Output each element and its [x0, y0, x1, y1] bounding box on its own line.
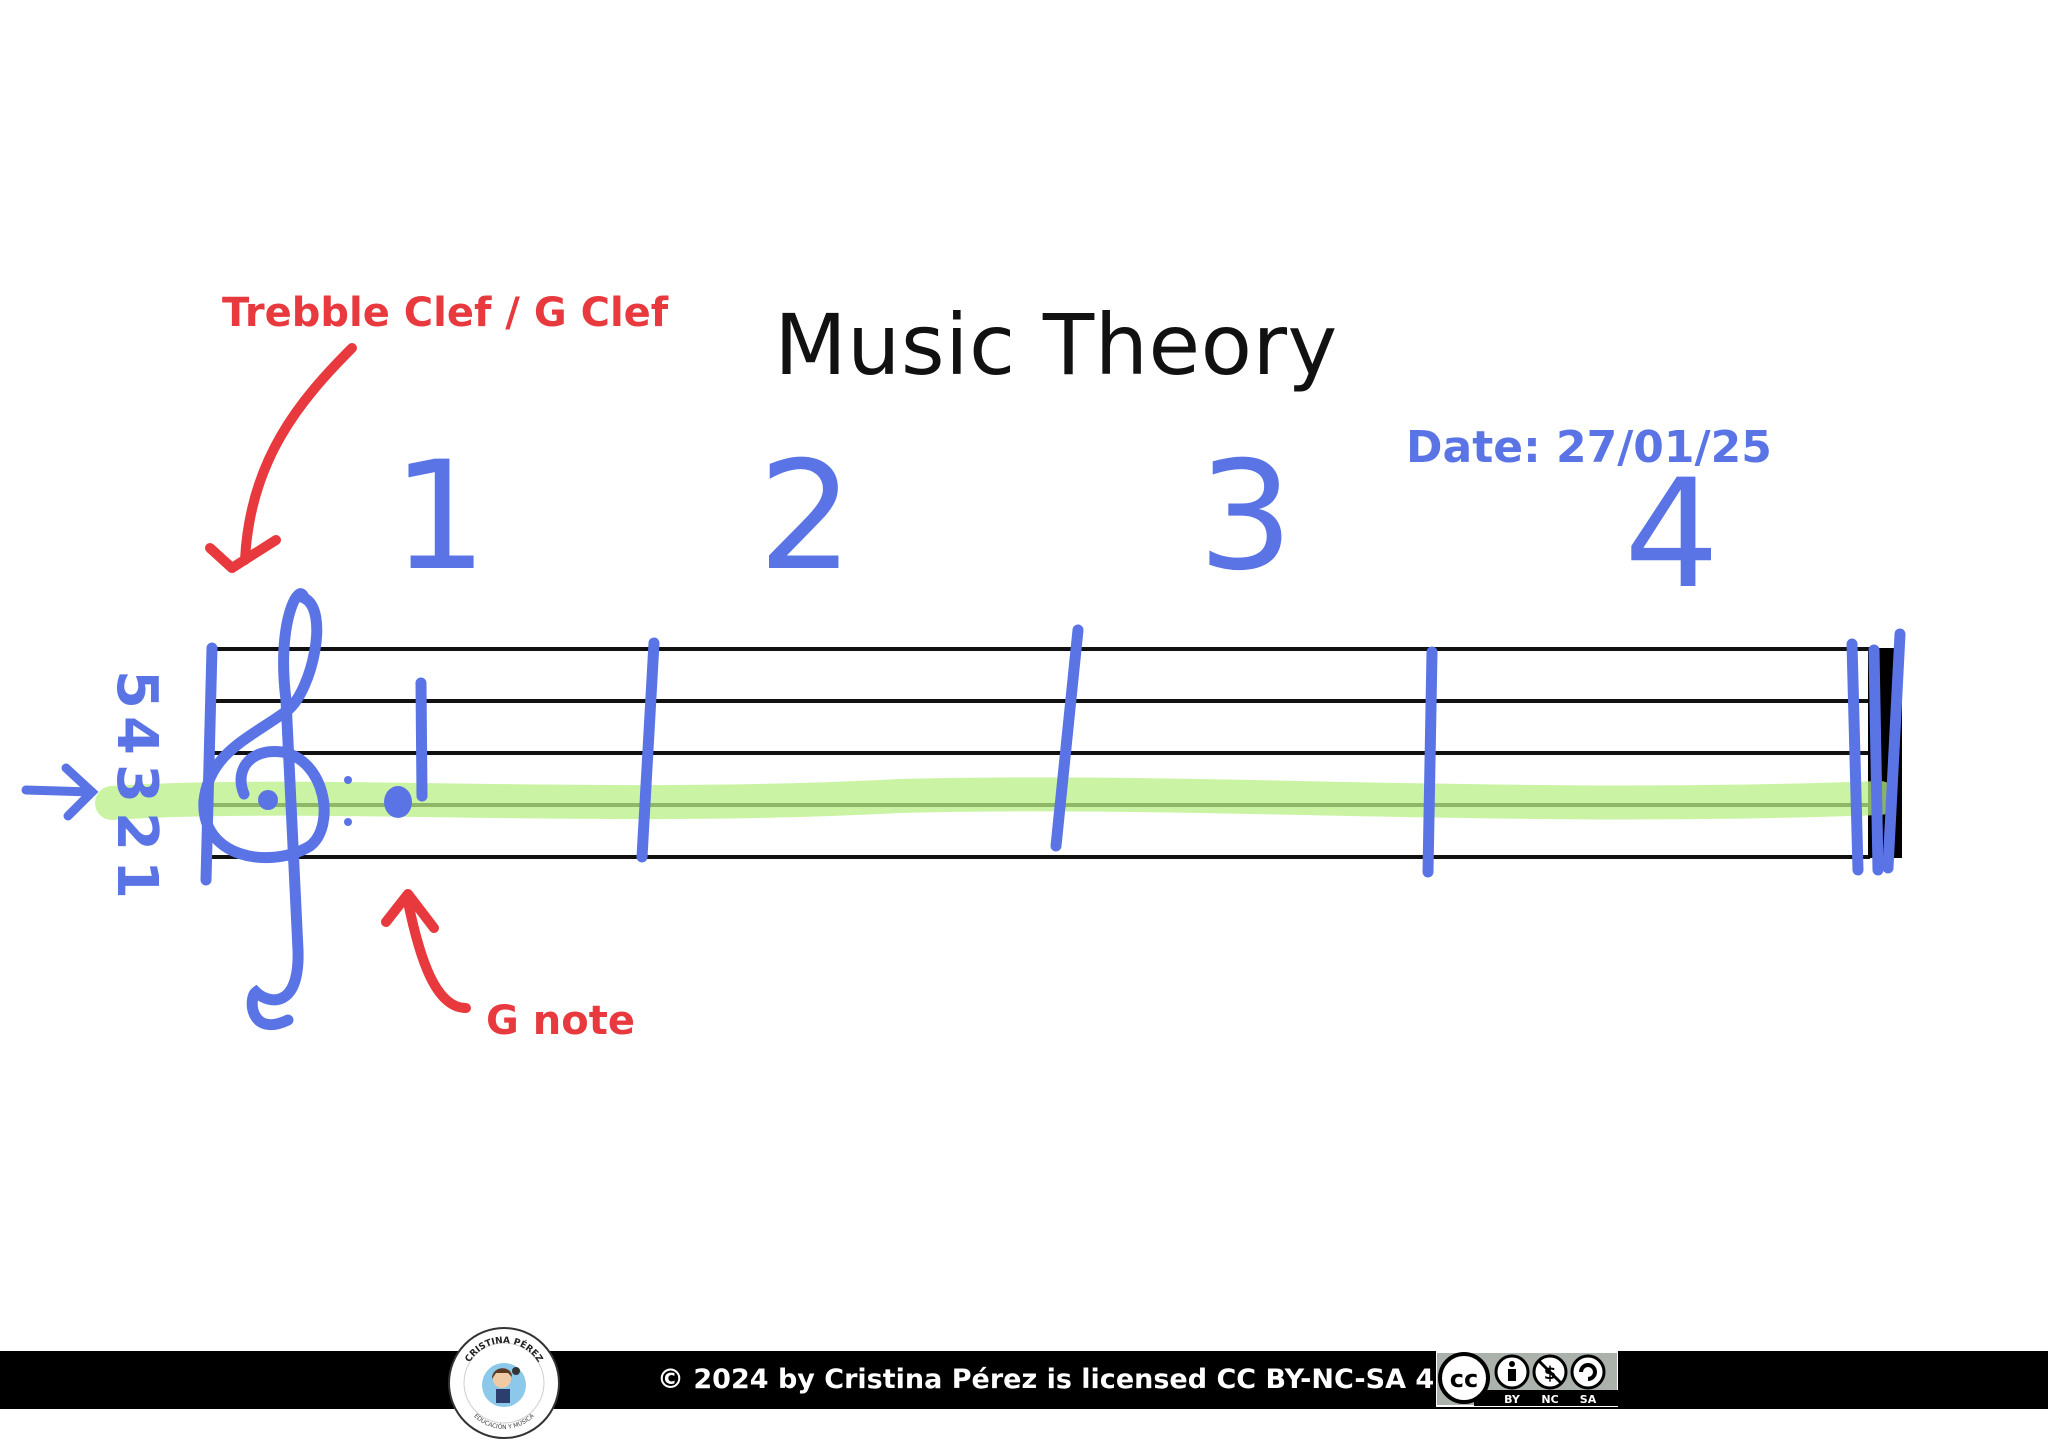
- beat-number: 2: [758, 430, 853, 604]
- barline-start: [200, 642, 218, 886]
- license-text: © 2024 by Cristina Pérez is licensed CC …: [657, 1364, 1474, 1395]
- beat-numbers: 1 2 3 4: [392, 430, 1719, 622]
- barline-2: [1050, 624, 1084, 852]
- beat-number: 1: [392, 430, 487, 604]
- arrow-icon: [205, 343, 357, 573]
- repeat-dot-upper: [344, 776, 352, 784]
- cc-label: SA: [1580, 1393, 1597, 1406]
- clef-annotation: Trebble Clef / G Clef: [222, 290, 669, 336]
- line-number: 1: [104, 860, 169, 899]
- barline-end-c: [1882, 628, 1906, 874]
- page-title: Music Theory: [774, 296, 1338, 394]
- barline-1: [636, 637, 660, 863]
- date-label: Date: 27/01/25: [1406, 422, 1772, 473]
- cc-label: BY: [1504, 1393, 1521, 1406]
- staff: [210, 647, 1870, 859]
- beat-number: 4: [1624, 448, 1719, 622]
- line-number: 5: [104, 670, 169, 709]
- arrow-icon: [381, 889, 471, 1013]
- clef-center-dot: [258, 790, 278, 810]
- repeat-dot-lower: [344, 818, 352, 826]
- svg-text:cc: cc: [1450, 1365, 1478, 1393]
- note-stem: [415, 677, 428, 802]
- note-annotation: G note: [486, 998, 635, 1044]
- line-numbers: 5 4 3 2 1: [104, 670, 169, 899]
- beat-number: 3: [1198, 430, 1293, 604]
- whole-note-icon: [384, 786, 412, 818]
- line-2-highlight: [95, 777, 1897, 820]
- barlines: [200, 624, 1906, 886]
- treble-clef-icon: [198, 588, 330, 1031]
- cc-label: NC: [1541, 1393, 1558, 1406]
- arrow-icon: [21, 763, 99, 821]
- line-number: 3: [104, 764, 169, 803]
- footer-bar: [0, 1351, 2048, 1409]
- barline-end-b: [1868, 644, 1884, 876]
- author-logo: CRISTINA PÉREZ EDUCACIÓN Y MÚSICA: [448, 1327, 560, 1439]
- barline-3: [1422, 646, 1438, 878]
- line-number: 4: [104, 716, 169, 755]
- cc-license-icon: cc $ BY NC SA: [1435, 1350, 1619, 1412]
- line-number: 2: [104, 812, 169, 851]
- barline-end-a: [1846, 638, 1864, 876]
